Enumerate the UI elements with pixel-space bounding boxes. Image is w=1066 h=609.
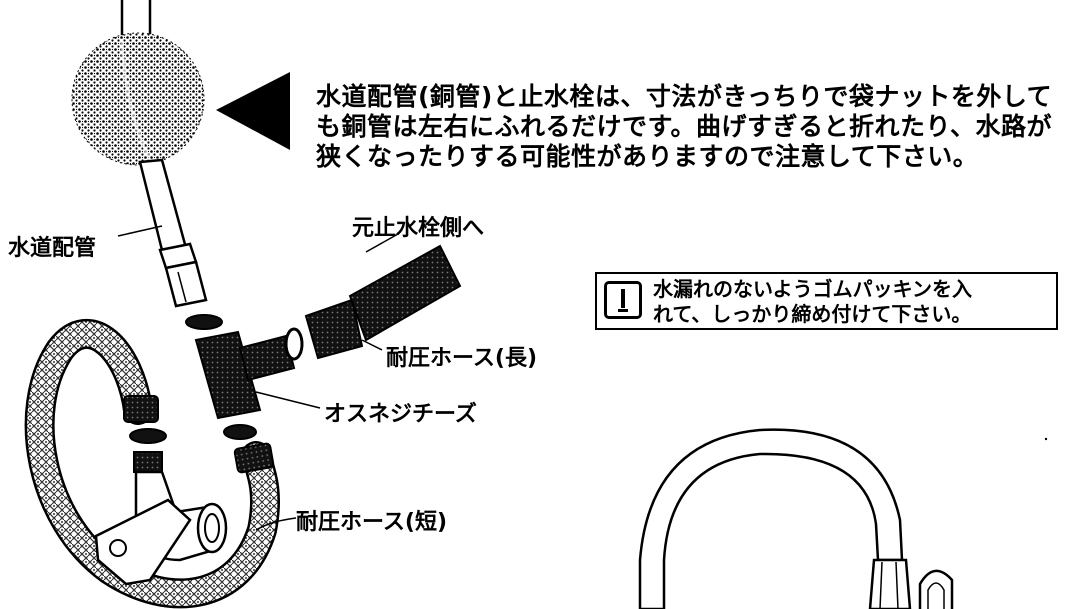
gasket-3 — [223, 424, 257, 440]
gasket-4 — [129, 428, 167, 444]
label-hose-short: 耐圧ホース(短) — [296, 510, 448, 535]
caution-box: 水漏れのないようゴムパッキンを入 れて、しっかり締め付けて下さい。 — [595, 272, 1058, 330]
main-note: 水道配管(銅管)と止水栓は、寸法がきっちりで袋ナットを外して も銅管は左右にふれ… — [316, 82, 1056, 172]
leader-lines — [255, 233, 399, 531]
pipe-nut — [158, 242, 208, 308]
label-male-tee: オスネジチーズ — [324, 402, 477, 427]
gasket-1 — [185, 314, 223, 330]
pressure-hose-short — [24, 319, 280, 609]
stop-valve — [94, 451, 228, 586]
main-note-line-2: も銅管は左右にふれるだけです。曲げすぎると折れたり、水路が — [316, 112, 1053, 141]
main-note-line-1: 水道配管(銅管)と止水栓は、寸法がきっちりで袋ナットを外して — [316, 82, 1053, 111]
copper-pipe — [117, 158, 188, 252]
caution-text: 水漏れのないようゴムパッキンを入 れて、しっかり締め付けて下さい。 — [653, 277, 972, 327]
caution-line-2: れて、しっかり締め付けて下さい。 — [653, 302, 972, 326]
label-hose-long: 耐圧ホース(長) — [386, 346, 538, 371]
triangle-pointer-icon — [216, 72, 290, 150]
male-thread-tee — [194, 330, 296, 420]
label-water-pipe: 水道配管 — [8, 236, 97, 261]
gasket-2 — [284, 327, 304, 361]
main-note-line-3: 狭くなったりする可能性がありますので注意して下さい。 — [316, 142, 979, 171]
caution-line-1: 水漏れのないようゴムパッキンを入 — [653, 277, 972, 301]
label-to-main-valve: 元止水栓側へ — [352, 216, 485, 241]
pressure-hose-long — [304, 244, 462, 360]
exclamation-box-icon — [604, 281, 642, 319]
magnified-bend-circle — [71, 32, 205, 166]
faucet — [638, 428, 954, 609]
stray-dot — [1044, 437, 1048, 441]
